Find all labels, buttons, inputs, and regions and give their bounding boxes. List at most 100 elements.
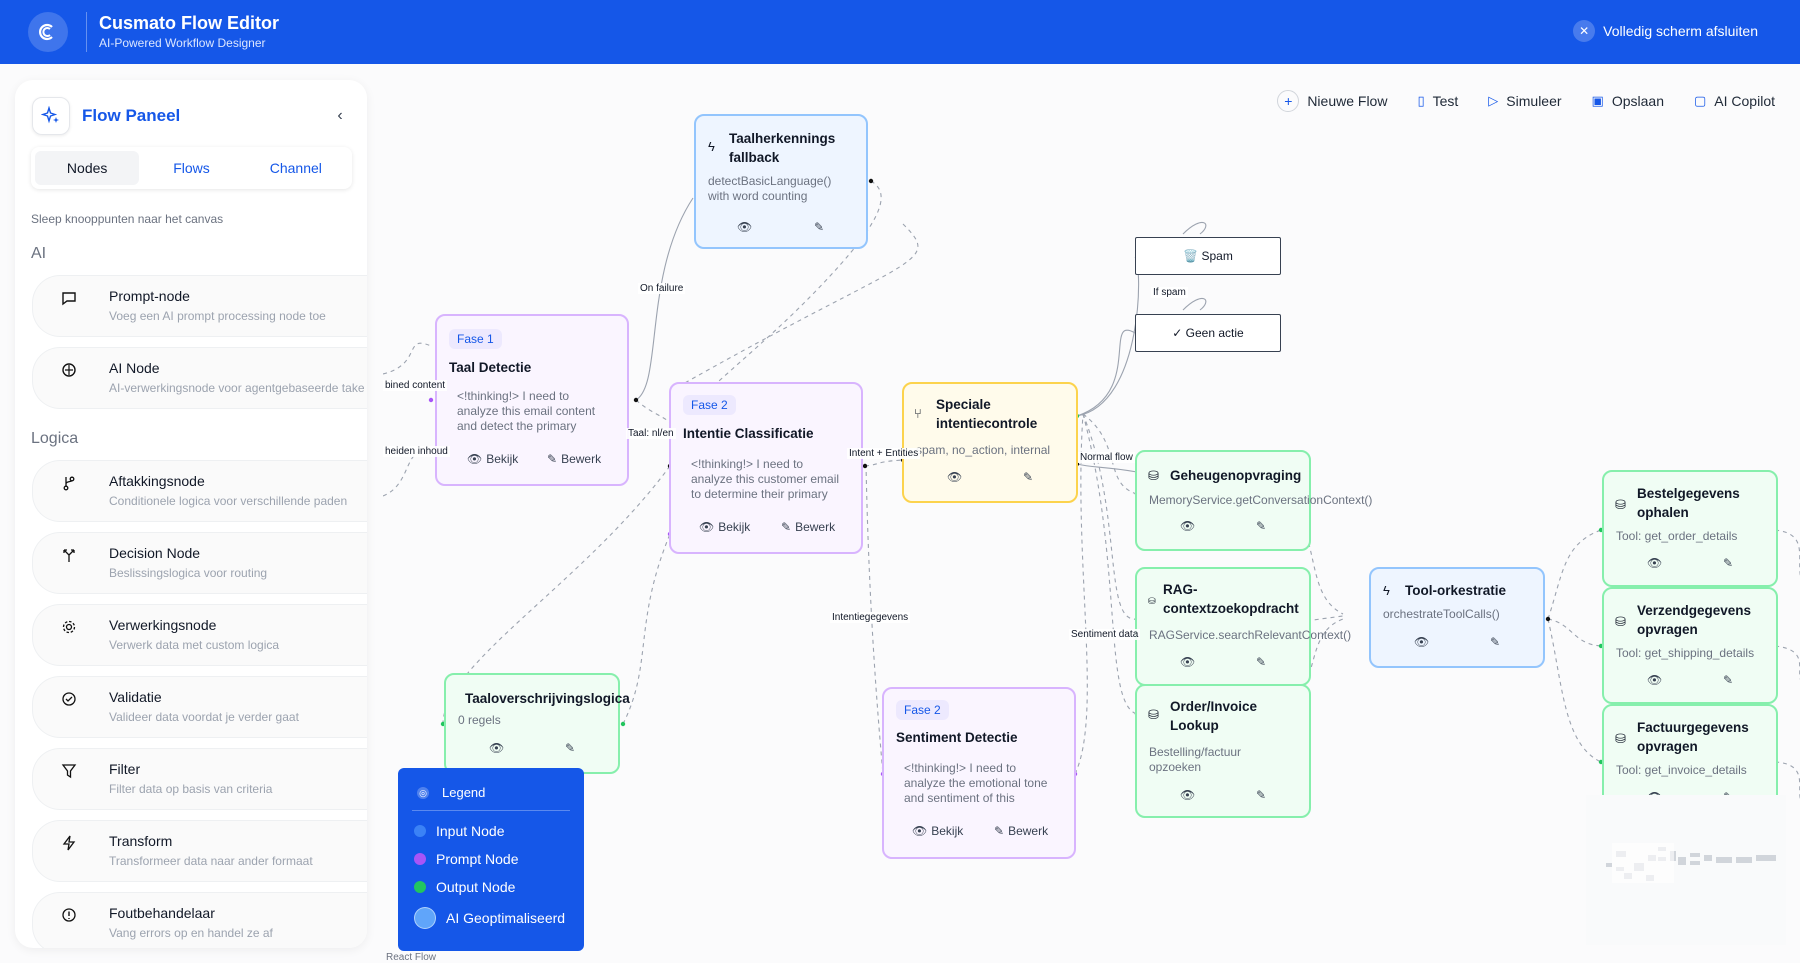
- view-button[interactable]: 👁Bekijk: [912, 824, 964, 838]
- sidebar-item-prompt-node[interactable]: Prompt-node Voeg een AI prompt processin…: [32, 275, 367, 337]
- minimap[interactable]: [1586, 795, 1786, 945]
- edge-normal[interactable]: [1076, 463, 1138, 473]
- edge-taal-intentie[interactable]: [635, 399, 675, 455]
- edge-combined[interactable]: [383, 342, 432, 375]
- edge-tool-factuur[interactable]: [1547, 618, 1602, 763]
- edge-tool-bestel[interactable]: [1547, 529, 1602, 620]
- eye-icon[interactable]: 👁: [1414, 635, 1430, 649]
- sparkles-icon: [32, 97, 70, 135]
- node-title: Taaloverschrijvingslogica: [465, 691, 630, 706]
- edge-sentiment-data[interactable]: [1074, 413, 1088, 775]
- edge-spam-loop[interactable]: [1182, 222, 1207, 235]
- node-memory-query[interactable]: ⛁ Geheugenopvraging MemoryService.getCon…: [1135, 450, 1372, 551]
- edit-icon[interactable]: ✎: [1256, 519, 1267, 533]
- test-button[interactable]: ▯ Test: [1417, 90, 1458, 112]
- sidebar-header: Flow Paneel ‹: [32, 96, 350, 136]
- edge-label-sentiment-data: Sentiment data: [1069, 629, 1141, 640]
- sidebar-item-desc: Voeg een AI prompt processing node toe: [109, 309, 326, 323]
- edge-scheiden[interactable]: [383, 450, 432, 497]
- view-button[interactable]: 👁Bekijk: [699, 520, 751, 534]
- edit-icon[interactable]: ✎: [565, 741, 576, 755]
- edit-button[interactable]: ✎Bewerk: [781, 520, 836, 534]
- node-tool-orchestration[interactable]: ϟ Tool-orkestratie orchestrateToolCalls(…: [1369, 567, 1545, 668]
- node-rag-search[interactable]: ⛁ RAG-contextzoekopdracht RAGService.sea…: [1135, 567, 1351, 686]
- database-icon: ⛁: [1148, 596, 1156, 606]
- edge-rag[interactable]: [1082, 413, 1138, 620]
- node-language-detection[interactable]: Fase 1 Taal Detectie <!thinking!> I need…: [435, 314, 629, 486]
- edit-button[interactable]: ✎Bewerk: [994, 824, 1049, 838]
- new-flow-button[interactable]: + Nieuwe Flow: [1277, 90, 1387, 112]
- edge-bestel-out[interactable]: [1774, 529, 1800, 584]
- legend-item-output: Output Node: [414, 879, 515, 895]
- edit-icon[interactable]: ✎: [814, 220, 825, 234]
- sidebar-item-desc: Verwerk data met custom logica: [109, 638, 280, 652]
- edge-fallback[interactable]: [672, 180, 882, 425]
- node-no-action[interactable]: ✓ Geen actie: [1135, 314, 1281, 352]
- node-intent-classification[interactable]: Fase 2 Intentie Classificatie <!thinking…: [669, 382, 863, 554]
- flow-canvas[interactable]: + Nieuwe Flow ▯ Test ▷ Simuleer ▣ Opslaa…: [383, 64, 1800, 963]
- new-flow-label: Nieuwe Flow: [1307, 93, 1388, 109]
- edit-icon[interactable]: ✎: [1023, 470, 1034, 484]
- sidebar-item-decision-node[interactable]: Decision Node Beslissingslogica voor rou…: [32, 532, 367, 594]
- ai-copilot-button[interactable]: ▢ AI Copilot: [1694, 90, 1775, 112]
- exit-fullscreen-button[interactable]: ✕ Volledig scherm afsluiten: [1573, 20, 1758, 42]
- edge-regels-return[interactable]: [622, 533, 671, 725]
- node-sub: Tool: get_order_details: [1616, 529, 1738, 543]
- edit-icon[interactable]: ✎: [1723, 556, 1734, 570]
- simulate-button[interactable]: ▷ Simuleer: [1488, 90, 1561, 112]
- edge-label-intentiegegevens: Intentiegegevens: [830, 612, 911, 623]
- eye-icon[interactable]: 👁: [737, 220, 753, 234]
- eye-icon[interactable]: 👁: [1180, 655, 1196, 669]
- sidebar-item-validation[interactable]: Validatie Valideer data voordat je verde…: [32, 676, 367, 738]
- edge-verzend-out[interactable]: [1774, 645, 1800, 684]
- edit-icon[interactable]: ✎: [1256, 788, 1267, 802]
- edge-tool-verzend[interactable]: [1547, 618, 1602, 647]
- sidebar-item-filter[interactable]: Filter Filter data op basis van criteria: [32, 748, 367, 810]
- view-button[interactable]: 👁Bekijk: [467, 452, 519, 466]
- eye-icon[interactable]: 👁: [1647, 556, 1663, 570]
- bolt-icon: [62, 835, 76, 851]
- sidebar-item-ai-node[interactable]: AI Node AI-verwerkingsnode voor agentgeb…: [32, 347, 367, 409]
- save-button[interactable]: ▣ Opslaan: [1592, 90, 1664, 112]
- react-flow-attribution[interactable]: React Flow: [386, 952, 437, 963]
- tab-channel[interactable]: Channel: [269, 160, 322, 176]
- edge-if-spam[interactable]: [1076, 329, 1136, 417]
- header-divider: [86, 12, 87, 52]
- collapse-sidebar-chevron-icon[interactable]: ‹: [337, 107, 343, 124]
- edge-spam[interactable]: [1076, 256, 1140, 417]
- sidebar-item-processing-node[interactable]: Verwerkingsnode Verwerk data met custom …: [32, 604, 367, 666]
- edit-button[interactable]: ✎Bewerk: [547, 452, 602, 466]
- eye-icon[interactable]: 👁: [1647, 673, 1663, 687]
- sidebar-item-title: Transform: [109, 833, 173, 849]
- sidebar-item-title: Foutbehandelaar: [109, 905, 215, 921]
- edge-intent[interactable]: [864, 459, 904, 467]
- edit-icon[interactable]: ✎: [1723, 673, 1734, 687]
- app-logo-icon[interactable]: [28, 12, 68, 52]
- edge-on-failure[interactable]: [635, 197, 694, 401]
- edit-icon[interactable]: ✎: [1256, 655, 1267, 669]
- node-language-override[interactable]: Taaloverschrijvingslogica 0 regels 👁 ✎: [444, 673, 630, 774]
- edge-geen-loop[interactable]: [1182, 298, 1207, 311]
- eye-icon[interactable]: 👁: [947, 470, 963, 484]
- eye-icon[interactable]: 👁: [1180, 519, 1196, 533]
- eye-icon[interactable]: 👁: [489, 741, 505, 755]
- node-sentiment-detection[interactable]: Fase 2 Sentiment Detectie <!thinking!> I…: [882, 687, 1076, 859]
- sidebar-item-error-handler[interactable]: Foutbehandelaar Vang errors op en handel…: [32, 892, 367, 948]
- tab-nodes[interactable]: Nodes: [35, 151, 140, 185]
- tab-flows[interactable]: Flows: [173, 160, 210, 176]
- sidebar-item-transform[interactable]: Transform Transformeer data naar ander f…: [32, 820, 367, 882]
- edge-fallback-return[interactable]: [682, 223, 919, 385]
- eye-icon[interactable]: 👁: [1180, 788, 1196, 802]
- edit-icon[interactable]: ✎: [1490, 635, 1501, 649]
- edge-order[interactable]: [1082, 413, 1138, 715]
- simulate-label: Simuleer: [1506, 93, 1562, 109]
- edit-icon: ✎: [994, 824, 1005, 838]
- node-spam[interactable]: 🗑️ Spam: [1135, 237, 1281, 275]
- sidebar-item-branch-node[interactable]: Aftakkingsnode Conditionele logica voor …: [32, 460, 367, 522]
